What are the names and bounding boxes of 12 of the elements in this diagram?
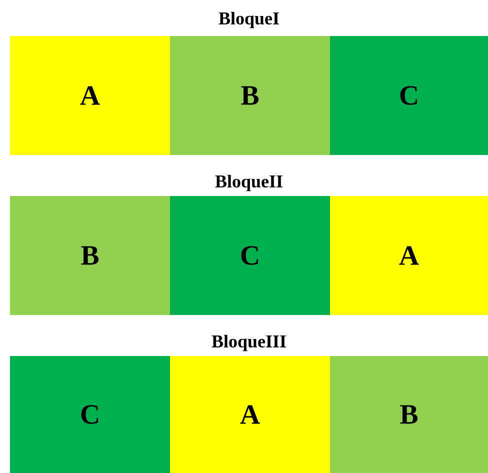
block-title: BloqueI xyxy=(218,12,279,28)
block-cell: C xyxy=(10,356,170,473)
block-cell: B xyxy=(10,196,170,315)
block-cell: B xyxy=(170,36,330,155)
block-cell: A xyxy=(10,36,170,155)
block-cell: C xyxy=(330,36,488,155)
block-title: BloqueII xyxy=(215,174,282,192)
block-cell: C xyxy=(170,196,330,315)
block-title: BloqueIII xyxy=(212,334,286,352)
block-cell: A xyxy=(170,356,330,473)
block-cell: A xyxy=(330,196,488,315)
block-cell: B xyxy=(330,356,488,473)
